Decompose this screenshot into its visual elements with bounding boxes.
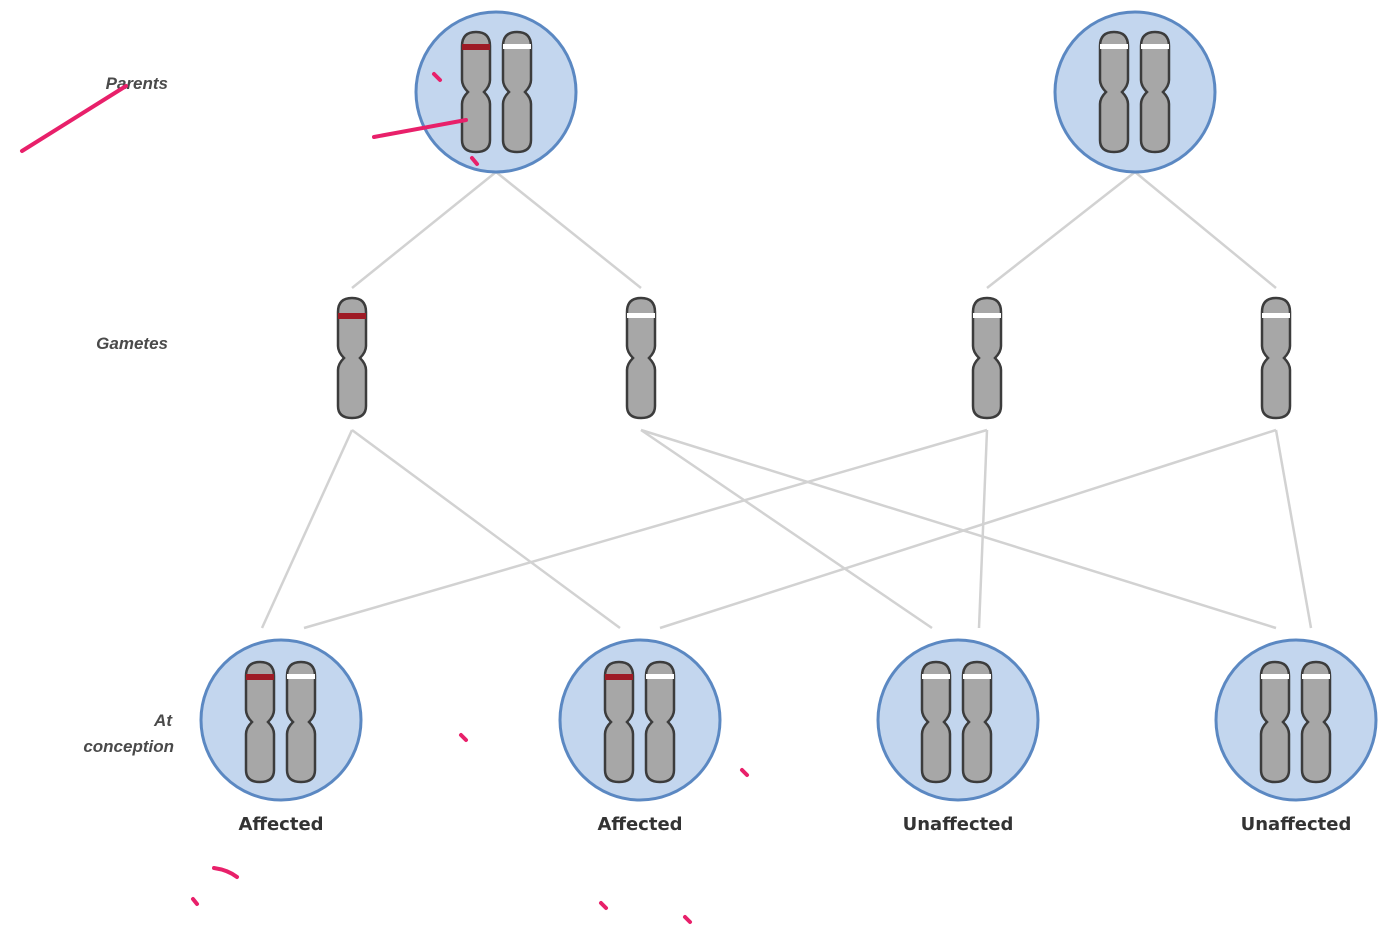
annotation-marks [20,72,749,924]
row-label-gametes: Gametes [96,334,168,353]
annotation-dash [599,901,608,910]
gamete-normal [1260,296,1292,420]
annotation-dash [432,72,442,82]
chromosome-mutant-icon [603,660,635,784]
chromosome-mutant-icon [244,660,276,784]
chromosome-normal-icon [501,30,533,154]
annotation-dash [740,768,749,777]
chromosome-normal-icon [644,660,676,784]
outcome-label: Affected [238,814,323,835]
chromosome-normal-icon [1260,296,1292,420]
chromosome-normal-icon [1300,660,1332,784]
annotation-dash [683,915,692,924]
chromosome-normal-icon [971,296,1003,420]
row-label-parents: Parents [106,74,168,93]
offspring-cell-1 [199,638,363,802]
connector-gamete3-child1 [303,428,988,630]
chromosome-mutant-icon [460,30,492,154]
chromosome-normal-icon [625,296,657,420]
connector-gamete4-child4 [1274,429,1313,629]
cell-circle-icon [1214,638,1378,802]
connector-gamete2-child3 [640,428,933,630]
annotation-dash [470,156,479,166]
connector-parent1-gamete2 [495,171,642,289]
offspring-cell-4 [1214,638,1378,802]
annotation-dash [191,897,199,906]
annotation-stroke [372,118,468,139]
connector-gamete2-child4 [640,428,1277,630]
chromosome-mutant-icon [336,296,368,420]
cell-circle-icon [199,638,363,802]
chromosome-normal-icon [1098,30,1130,154]
outcome-label: Affected [597,814,682,835]
cell-circle-icon [876,638,1040,802]
chromosome-normal-icon [285,660,317,784]
row-label-conception-line2: conception [83,737,174,756]
annotation-stroke [212,866,239,879]
connector-gamete3-child3 [977,429,989,629]
gamete-mutant [336,296,368,420]
outcome-label: Unaffected [1241,814,1352,835]
connector-parent1-gamete1 [351,171,497,289]
offspring-cell-3 [876,638,1040,802]
cell-circle-icon [558,638,722,802]
parent-cell-affected [414,10,578,174]
parent-cell-unaffected [1053,10,1217,174]
gamete-normal [625,296,657,420]
chromosome-normal-icon [1259,660,1291,784]
cell-circle-icon [414,10,578,174]
chromosome-normal-icon [920,660,952,784]
chromosome-normal-icon [961,660,993,784]
connector-gamete1-child1 [260,429,354,629]
offspring-cell-2 [558,638,722,802]
outcome-label: Unaffected [903,814,1014,835]
connector-gamete4-child2 [659,428,1277,630]
gamete-normal [971,296,1003,420]
connector-gamete1-child2 [351,428,621,630]
chromosome-normal-icon [1139,30,1171,154]
connector-parent2-gamete4 [1134,171,1277,289]
connector-parent2-gamete3 [986,171,1136,289]
annotation-dash [459,733,468,742]
connector-lines [260,171,1313,630]
cell-circle-icon [1053,10,1217,174]
row-label-conception-line1: At [153,711,173,730]
annotation-stroke [20,84,128,153]
